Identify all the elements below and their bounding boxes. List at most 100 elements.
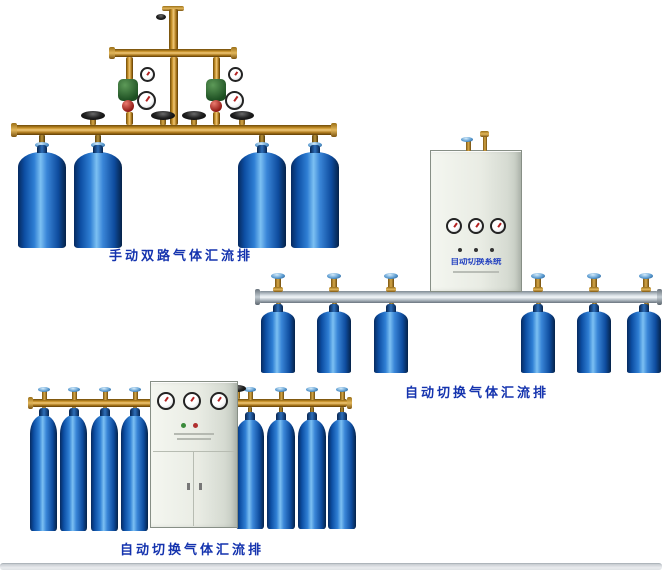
pressure-gauge xyxy=(225,91,244,110)
pipe-fitting xyxy=(480,131,489,137)
gas-cylinder xyxy=(328,412,356,529)
pipe-end-cap xyxy=(11,123,17,137)
valve-stem xyxy=(340,391,345,400)
gas-cylinder xyxy=(298,412,326,529)
product-image-auto-switch-6[interactable]: 自动切换系统 自动切换气体汇流排 xyxy=(255,130,662,402)
cabinet-door-split xyxy=(193,452,194,526)
valve-stem xyxy=(248,391,253,400)
regulator-knob xyxy=(122,100,134,112)
pipe-fitting xyxy=(386,287,396,292)
valve-stem xyxy=(310,391,315,400)
valve-stem xyxy=(72,391,77,400)
valve-handwheel-icon xyxy=(531,273,545,279)
cabinet-subtext xyxy=(177,438,211,440)
drop-pipe xyxy=(126,112,133,125)
drop-pipe xyxy=(213,57,220,80)
gas-cylinder xyxy=(91,408,118,531)
valve-stem xyxy=(236,390,240,399)
product-image-auto-switch-8[interactable]: 自动切换气体汇流排 xyxy=(25,375,361,565)
valve-stem xyxy=(160,117,166,125)
regulator-knob xyxy=(210,100,222,112)
pressure-gauge xyxy=(183,392,201,410)
valve-stem xyxy=(591,278,597,291)
gas-cylinder xyxy=(236,412,264,529)
indicator-light xyxy=(193,423,198,428)
valve-handwheel-icon xyxy=(327,273,341,279)
gas-cylinder xyxy=(521,304,555,373)
pressure-gauge xyxy=(140,67,155,82)
cabinet-label: 自动切换系统 xyxy=(450,258,502,267)
valve-handwheel-icon xyxy=(384,273,398,279)
indicator-light xyxy=(458,248,462,252)
pipe-fitting xyxy=(162,6,184,11)
pipe-fitting xyxy=(329,287,339,292)
pipe-end-cap xyxy=(255,289,260,305)
gas-cylinder xyxy=(121,408,148,531)
riser-pipe xyxy=(169,9,178,50)
pipe-end-cap xyxy=(657,289,662,305)
valve-stem xyxy=(191,117,197,125)
cabinet-subtext xyxy=(174,433,214,435)
pipe-end-cap xyxy=(347,397,352,409)
pressure-gauge xyxy=(468,218,484,234)
valve-handwheel-icon xyxy=(336,387,348,392)
product-caption: 手动双路气体汇流排 xyxy=(109,249,254,264)
gas-cylinder xyxy=(374,304,408,373)
pressure-gauge xyxy=(157,392,175,410)
header-pipe xyxy=(113,49,233,57)
cylinder-connector xyxy=(95,135,101,144)
valve-handwheel-icon xyxy=(38,387,50,392)
indicator-light xyxy=(490,248,494,252)
pipe-fitting xyxy=(533,287,543,292)
valve-handwheel-icon xyxy=(275,387,287,392)
gas-cylinder xyxy=(60,408,87,531)
valve-handwheel-icon xyxy=(587,273,601,279)
valve-handwheel-icon xyxy=(182,111,206,120)
pressure-gauge xyxy=(228,67,243,82)
door-handle xyxy=(187,483,190,490)
valve-handwheel-icon xyxy=(230,111,254,120)
pipe-fitting xyxy=(231,47,237,59)
valve-stem xyxy=(535,278,541,291)
cabinet-panel-divider xyxy=(153,451,235,452)
gas-cylinder xyxy=(317,304,351,373)
valve-handwheel-icon xyxy=(151,111,175,120)
pressure-regulator xyxy=(118,79,138,101)
gas-cylinder xyxy=(291,145,339,248)
valve-handwheel-icon xyxy=(129,387,141,392)
valve-stem xyxy=(279,391,284,400)
valve-handwheel-icon xyxy=(639,273,653,279)
manifold-pipe xyxy=(15,125,333,135)
center-outlet-pipe xyxy=(170,57,178,125)
valve-stem xyxy=(103,391,108,400)
pipe-fitting xyxy=(589,287,599,292)
gas-cylinder xyxy=(267,412,295,529)
indicator-light xyxy=(474,248,478,252)
pressure-gauge xyxy=(137,91,156,110)
valve-handwheel-icon xyxy=(271,273,285,279)
valve-stem xyxy=(388,278,394,291)
valve-stem xyxy=(643,278,649,291)
cabinet-subtext xyxy=(453,271,499,273)
pipe-fitting xyxy=(641,287,651,292)
gas-cylinder xyxy=(74,145,122,248)
gas-cylinder xyxy=(30,408,57,531)
valve-handwheel-icon xyxy=(68,387,80,392)
gas-cylinder xyxy=(627,304,661,373)
cylinder-connector xyxy=(39,135,45,144)
drop-pipe xyxy=(126,57,133,80)
valve-handwheel-icon xyxy=(461,137,473,142)
pressure-gauge xyxy=(210,392,228,410)
indicator-light xyxy=(181,423,186,428)
pipe-end-cap xyxy=(28,397,33,409)
valve-handwheel-icon xyxy=(156,14,166,20)
product-image-manual-dual-manifold[interactable]: 手动双路气体汇流排 xyxy=(10,6,345,266)
pipe-fitting xyxy=(273,287,283,292)
valve-stem xyxy=(239,117,245,125)
gas-cylinder xyxy=(18,145,66,248)
valve-stem xyxy=(42,391,47,400)
pressure-regulator xyxy=(206,79,226,101)
valve-stem xyxy=(275,278,281,291)
product-caption: 自动切换气体汇流排 xyxy=(120,543,265,558)
